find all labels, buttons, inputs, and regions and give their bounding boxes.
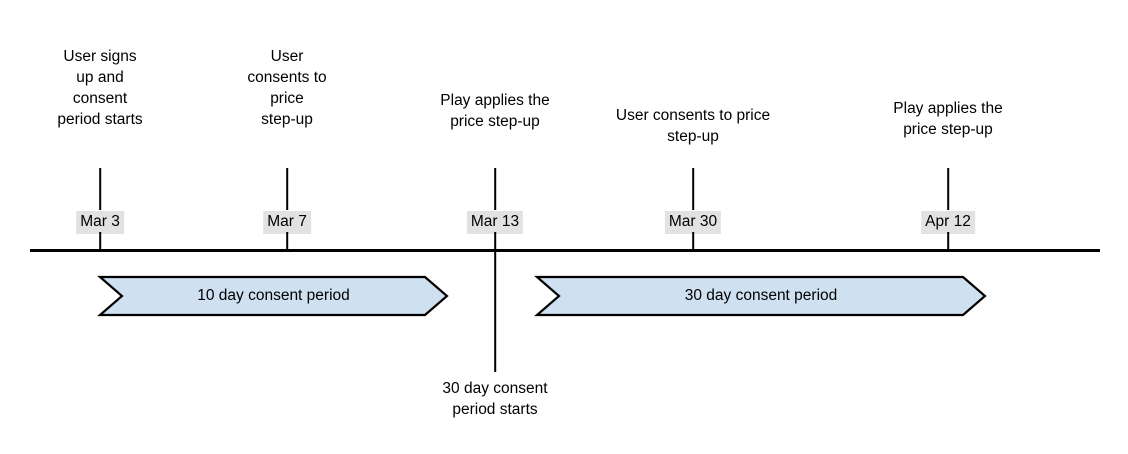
consent-band-thirty-day-consent: 30 day consent period — [534, 275, 987, 317]
band-label: 30 day consent period — [684, 287, 838, 304]
event-stem-line — [99, 168, 101, 210]
event-label: Play applies the price step-up — [893, 100, 1003, 138]
date-chip: Mar 3 — [76, 211, 124, 234]
consent-band-ten-day-consent: 10 day consent period — [97, 275, 449, 317]
axis-tick-line — [286, 232, 288, 250]
event-label: Play applies the price step-up — [440, 92, 550, 130]
event-label: User signs up and consent period starts — [57, 48, 143, 128]
date-chip: Apr 12 — [921, 211, 975, 234]
axis-tick-line — [947, 232, 949, 250]
event-label: User consents to price step-up — [615, 107, 771, 145]
axis-tick-line — [494, 232, 496, 372]
event-stem-line — [692, 168, 694, 210]
event-stem-line — [286, 168, 288, 210]
date-chip: Mar 30 — [664, 211, 722, 234]
bottom-note-thirty-day-start: 30 day consent period starts — [442, 380, 548, 418]
event-label: User consents to price step-up — [247, 48, 327, 128]
event-stem-line — [494, 168, 496, 210]
band-label: 10 day consent period — [197, 287, 350, 304]
timeline-axis — [30, 249, 1100, 252]
date-chip: Mar 13 — [466, 211, 524, 234]
axis-tick-line — [99, 232, 101, 250]
event-stem-line — [947, 168, 949, 210]
axis-tick-line — [692, 232, 694, 250]
date-chip: Mar 7 — [263, 211, 311, 234]
